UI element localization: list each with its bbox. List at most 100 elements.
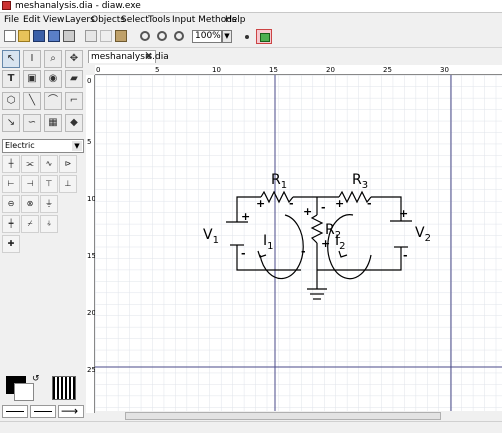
ruler-v-label: 0 [87, 77, 92, 85]
background-color-swatch[interactable] [14, 383, 34, 401]
label-r1: R1 [271, 172, 287, 191]
mesh-current-i1-arrow[interactable] [257, 250, 267, 258]
menu-input-methods[interactable]: Input Methods [172, 15, 237, 25]
label-v2: V2 [415, 225, 431, 244]
print-icon[interactable] [63, 30, 75, 42]
ellipse-tool-icon[interactable]: ◉ [44, 70, 62, 88]
shape-source-icon[interactable]: ⊖ [2, 195, 20, 213]
resistor-r1[interactable] [260, 190, 294, 204]
ruler-v-label: 10 [87, 195, 96, 203]
zigzag-line-tool-icon[interactable]: ⌐ [65, 92, 83, 110]
menu-select[interactable]: Select [121, 15, 149, 25]
line-style-button[interactable] [30, 405, 56, 418]
object-snap-toggle[interactable] [256, 29, 272, 44]
zoom-fit-icon[interactable] [157, 31, 167, 41]
zoom-input[interactable]: 100% [192, 30, 222, 43]
circuit-diagram: R1 R3 R2 V1 V2 I1 I2 + - + - + - [95, 75, 502, 411]
box-tool-icon[interactable]: ▣ [23, 70, 41, 88]
outline-tool-icon[interactable]: ◆ [65, 114, 83, 132]
save-icon[interactable] [33, 30, 45, 42]
vertical-ruler: 0 5 10 15 20 25 [86, 75, 96, 413]
polarity-plus: + [303, 205, 312, 218]
polarity-plus: + [335, 197, 344, 210]
diagram-window: meshanalysis.dia ✖ 0 5 10 15 20 25 30 0 … [86, 48, 502, 432]
line-start-arrow-button[interactable] [2, 405, 28, 418]
save-as-icon[interactable] [48, 30, 60, 42]
mesh-current-i2-arrow[interactable] [338, 250, 348, 258]
mesh-current-i2-arrow[interactable] [327, 214, 372, 280]
text-tool-icon[interactable]: T [2, 70, 20, 88]
close-icon[interactable]: ✖ [145, 52, 153, 62]
ruler-h-label: 0 [96, 66, 101, 74]
wire[interactable] [371, 196, 402, 221]
menu-tools[interactable]: Tools [148, 15, 171, 25]
polarity-plus: + [321, 237, 330, 250]
zoom-dropdown-button[interactable]: ▼ [222, 30, 232, 43]
resistor-r3[interactable] [338, 190, 372, 204]
ruler-v-label: 15 [87, 252, 96, 260]
shape-junction-icon[interactable]: ✚ [2, 235, 20, 253]
image-tool-icon[interactable]: ▦ [44, 114, 62, 132]
pointer-tool-icon[interactable]: ↖ [2, 50, 20, 68]
polyline-tool-icon[interactable]: ↘ [2, 114, 20, 132]
shape-resistor-icon[interactable]: ⫘ [21, 155, 39, 173]
menu-file[interactable]: File [4, 15, 20, 25]
menu-bar: File Edit View Layers Objects Select Too… [0, 13, 502, 27]
sheet-selector[interactable]: Electric ▼ [2, 139, 84, 153]
shape-inductor-icon[interactable]: ∿ [40, 155, 58, 173]
shape-fet-icon[interactable]: ⊥ [59, 175, 77, 193]
resistor-r2[interactable] [310, 214, 324, 244]
scrollbar-thumb[interactable] [125, 412, 441, 420]
tab-meshanalysis[interactable]: meshanalysis.dia ✖ [88, 50, 169, 63]
wire[interactable] [317, 247, 402, 271]
paste-icon[interactable] [115, 30, 127, 42]
magnify-tool-icon[interactable]: ⌕ [44, 50, 62, 68]
menu-edit[interactable]: Edit [23, 15, 41, 25]
shape-lamp-icon[interactable]: ⊗ [21, 195, 39, 213]
shape-capacitor-icon[interactable]: ┼ [2, 155, 20, 173]
shape-npn-icon[interactable]: ⊣ [21, 175, 39, 193]
chevron-down-icon: ▼ [72, 141, 82, 151]
circuit[interactable] [226, 190, 412, 300]
shape-vcc-icon[interactable]: ┿ [2, 215, 20, 233]
shape-diode-icon[interactable]: ⊳ [59, 155, 77, 173]
menu-layers[interactable]: Layers [65, 15, 95, 25]
menu-help[interactable]: Help [225, 15, 246, 25]
ruler-h-label: 30 [440, 66, 449, 74]
new-document-icon[interactable] [4, 30, 16, 42]
line-tool-icon[interactable]: ╲ [23, 92, 41, 110]
copy-icon[interactable] [85, 30, 97, 42]
shape-pnp-icon[interactable]: ⊤ [40, 175, 58, 193]
zoom-in-icon[interactable] [140, 31, 150, 41]
zoom-out-icon[interactable] [174, 31, 184, 41]
toolbox: ↖ I ⌕ ✥ T ▣ ◉ ▰ ⬡ ╲ ⌒ ⌐ ↘ ∽ ▦ ◆ Electric… [0, 48, 86, 432]
ruler-h-label: 15 [269, 66, 278, 74]
shape-switch-icon[interactable]: ⌿ [21, 215, 39, 233]
polarity-minus: - [241, 247, 246, 260]
scroll-tool-icon[interactable]: ✥ [65, 50, 83, 68]
line-end-arrow-button[interactable]: ⟶ [58, 404, 84, 418]
shape-transistor-icon[interactable]: ⊢ [2, 175, 20, 193]
bezier-line-tool-icon[interactable]: ∽ [23, 114, 41, 132]
snap-to-grid-icon[interactable] [245, 35, 249, 39]
swap-colors-icon[interactable]: ↺ [32, 374, 40, 384]
drawing-canvas[interactable]: R1 R3 R2 V1 V2 I1 I2 + - + - + - [95, 75, 502, 411]
shape-relay-icon[interactable]: ⍭ [40, 215, 58, 233]
horizontal-scrollbar[interactable] [95, 411, 502, 421]
mesh-current-i1-arrow[interactable] [259, 214, 304, 280]
arc-tool-icon[interactable]: ⌒ [44, 92, 62, 110]
polygon-tool-icon[interactable]: ▰ [65, 70, 83, 88]
menu-objects[interactable]: Objects [91, 15, 126, 25]
dia-app-icon [2, 1, 11, 10]
text-edit-tool-icon[interactable]: I [23, 50, 41, 68]
polarity-plus: + [256, 197, 265, 210]
wire[interactable] [236, 196, 261, 222]
beziergon-tool-icon[interactable]: ⬡ [2, 92, 20, 110]
line-width-icon[interactable] [52, 376, 76, 400]
shape-ground-icon[interactable]: ⏚ [40, 195, 58, 213]
open-folder-icon[interactable] [18, 30, 30, 42]
polarity-minus: - [289, 197, 294, 210]
wire[interactable] [236, 245, 301, 271]
menu-view[interactable]: View [43, 15, 65, 25]
cut-icon[interactable] [100, 30, 112, 42]
